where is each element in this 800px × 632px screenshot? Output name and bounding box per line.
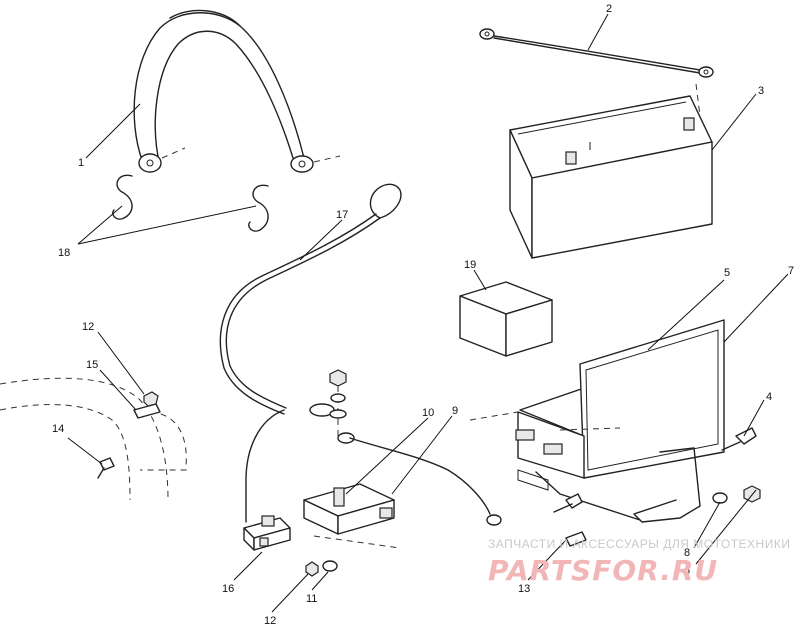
callout-11: 11: [306, 593, 317, 605]
part-bolt-stack: [329, 369, 355, 444]
part-battery-tray: [469, 319, 725, 523]
part-positive-cable: [219, 183, 402, 417]
part-ground-cable: [479, 28, 714, 78]
part-strap: [133, 9, 341, 173]
callout-8: 8: [684, 547, 690, 559]
callout-12-upper: 12: [82, 321, 94, 333]
part-solenoid: [303, 483, 401, 549]
callout-14: 14: [52, 423, 64, 435]
callout-numbers: 1 2 3 4 5 6 7 8 9 10 11 12 12 13 14 15 1…: [52, 3, 794, 627]
watermark-logo: PARTSFOR.RU: [488, 554, 718, 587]
part-cable-9: [349, 437, 502, 526]
leader-lines: [67, 13, 789, 613]
part-fuse-holder: [243, 409, 291, 551]
part-pad: [459, 281, 553, 357]
callout-16: 16: [222, 583, 234, 595]
callout-6: 6: [684, 565, 690, 577]
callout-4: 4: [766, 391, 772, 403]
callout-1: 1: [78, 157, 84, 169]
callout-12-lower: 12: [264, 615, 276, 627]
callout-7: 7: [788, 265, 794, 277]
callout-10: 10: [422, 407, 434, 419]
part-s-hooks: [112, 174, 269, 232]
callout-9: 9: [452, 405, 458, 417]
callout-13: 13: [518, 583, 530, 595]
callout-19: 19: [464, 259, 476, 271]
callout-18: 18: [58, 247, 70, 259]
part-fasteners-lower: [305, 560, 338, 577]
callout-15: 15: [86, 359, 98, 371]
callout-17: 17: [336, 209, 348, 221]
callout-5: 5: [724, 267, 730, 279]
part-frame: [0, 377, 187, 501]
watermark: ЗАПЧАСТИ И АКСЕССУАРЫ ДЛЯ МОТОТЕХНИКИ PA…: [488, 537, 790, 587]
watermark-tagline: ЗАПЧАСТИ И АКСЕССУАРЫ ДЛЯ МОТОТЕХНИКИ: [488, 537, 790, 551]
callout-2: 2: [606, 3, 612, 15]
part-battery: [509, 83, 713, 259]
callout-3: 3: [758, 85, 764, 97]
